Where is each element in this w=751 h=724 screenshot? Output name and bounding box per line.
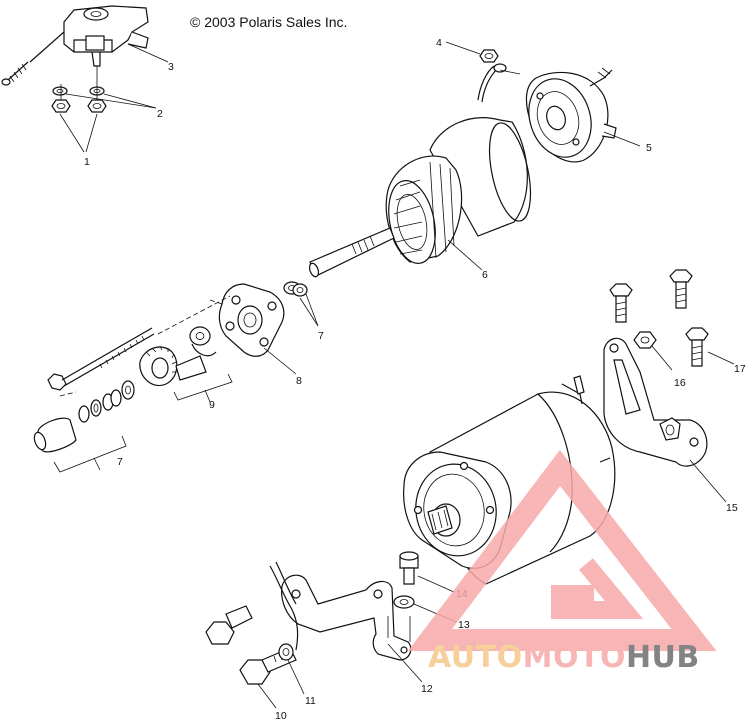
callout-10: 10 xyxy=(275,710,287,719)
bracket-bolts-part xyxy=(609,269,693,349)
armature-housing-part xyxy=(308,117,532,278)
drive-gear-part xyxy=(139,345,207,387)
callout-7-washers: 7 xyxy=(318,330,324,342)
callout-17: 17 xyxy=(734,363,746,375)
callout-1: 1 xyxy=(84,156,90,168)
lower-bracket-part xyxy=(269,561,412,661)
bolt-part xyxy=(685,327,709,367)
thrust-washers-part xyxy=(283,281,308,297)
callout-2: 2 xyxy=(157,108,163,120)
hex-nut-part xyxy=(278,643,294,661)
callout-16: 16 xyxy=(674,377,686,389)
nut-terminal-part xyxy=(477,49,507,103)
through-bolt-part xyxy=(47,327,155,391)
callout-6: 6 xyxy=(482,269,488,281)
end-cap-part xyxy=(525,67,617,163)
callout-13: 13 xyxy=(458,619,470,631)
spring-collar-part xyxy=(33,380,135,453)
cap-screw-part xyxy=(399,551,419,585)
callout-15: 15 xyxy=(726,502,738,514)
starter-motor-assembly xyxy=(403,375,616,585)
solenoid-bracket-part xyxy=(1,5,149,86)
callout-5: 5 xyxy=(646,142,652,154)
watermark-g-icon xyxy=(551,558,644,619)
flat-washer-part xyxy=(393,595,415,609)
callout-4: 4 xyxy=(436,37,442,49)
callout-8: 8 xyxy=(296,375,302,387)
drive-end-plate-part xyxy=(189,283,285,357)
watermark-brand: AUTOMOTOHUB xyxy=(428,640,700,675)
callout-11: 11 xyxy=(305,695,316,707)
nuts-part xyxy=(51,99,107,113)
mounting-bracket-part xyxy=(603,337,708,467)
callout-7-spring: 7 xyxy=(117,456,123,468)
callout-9: 9 xyxy=(209,399,215,411)
watermark-logo: AUTOMOTOHUB xyxy=(407,449,717,675)
copyright-text: © 2003 Polaris Sales Inc. xyxy=(190,14,347,30)
callout-labels: 1 2 3 4 5 6 7 7 7 8 9 10 11 12 13 14 15 … xyxy=(84,37,746,722)
watermark-triangle-icon xyxy=(407,449,717,651)
callout-3: 3 xyxy=(168,61,174,73)
callout-12: 12 xyxy=(421,683,433,695)
